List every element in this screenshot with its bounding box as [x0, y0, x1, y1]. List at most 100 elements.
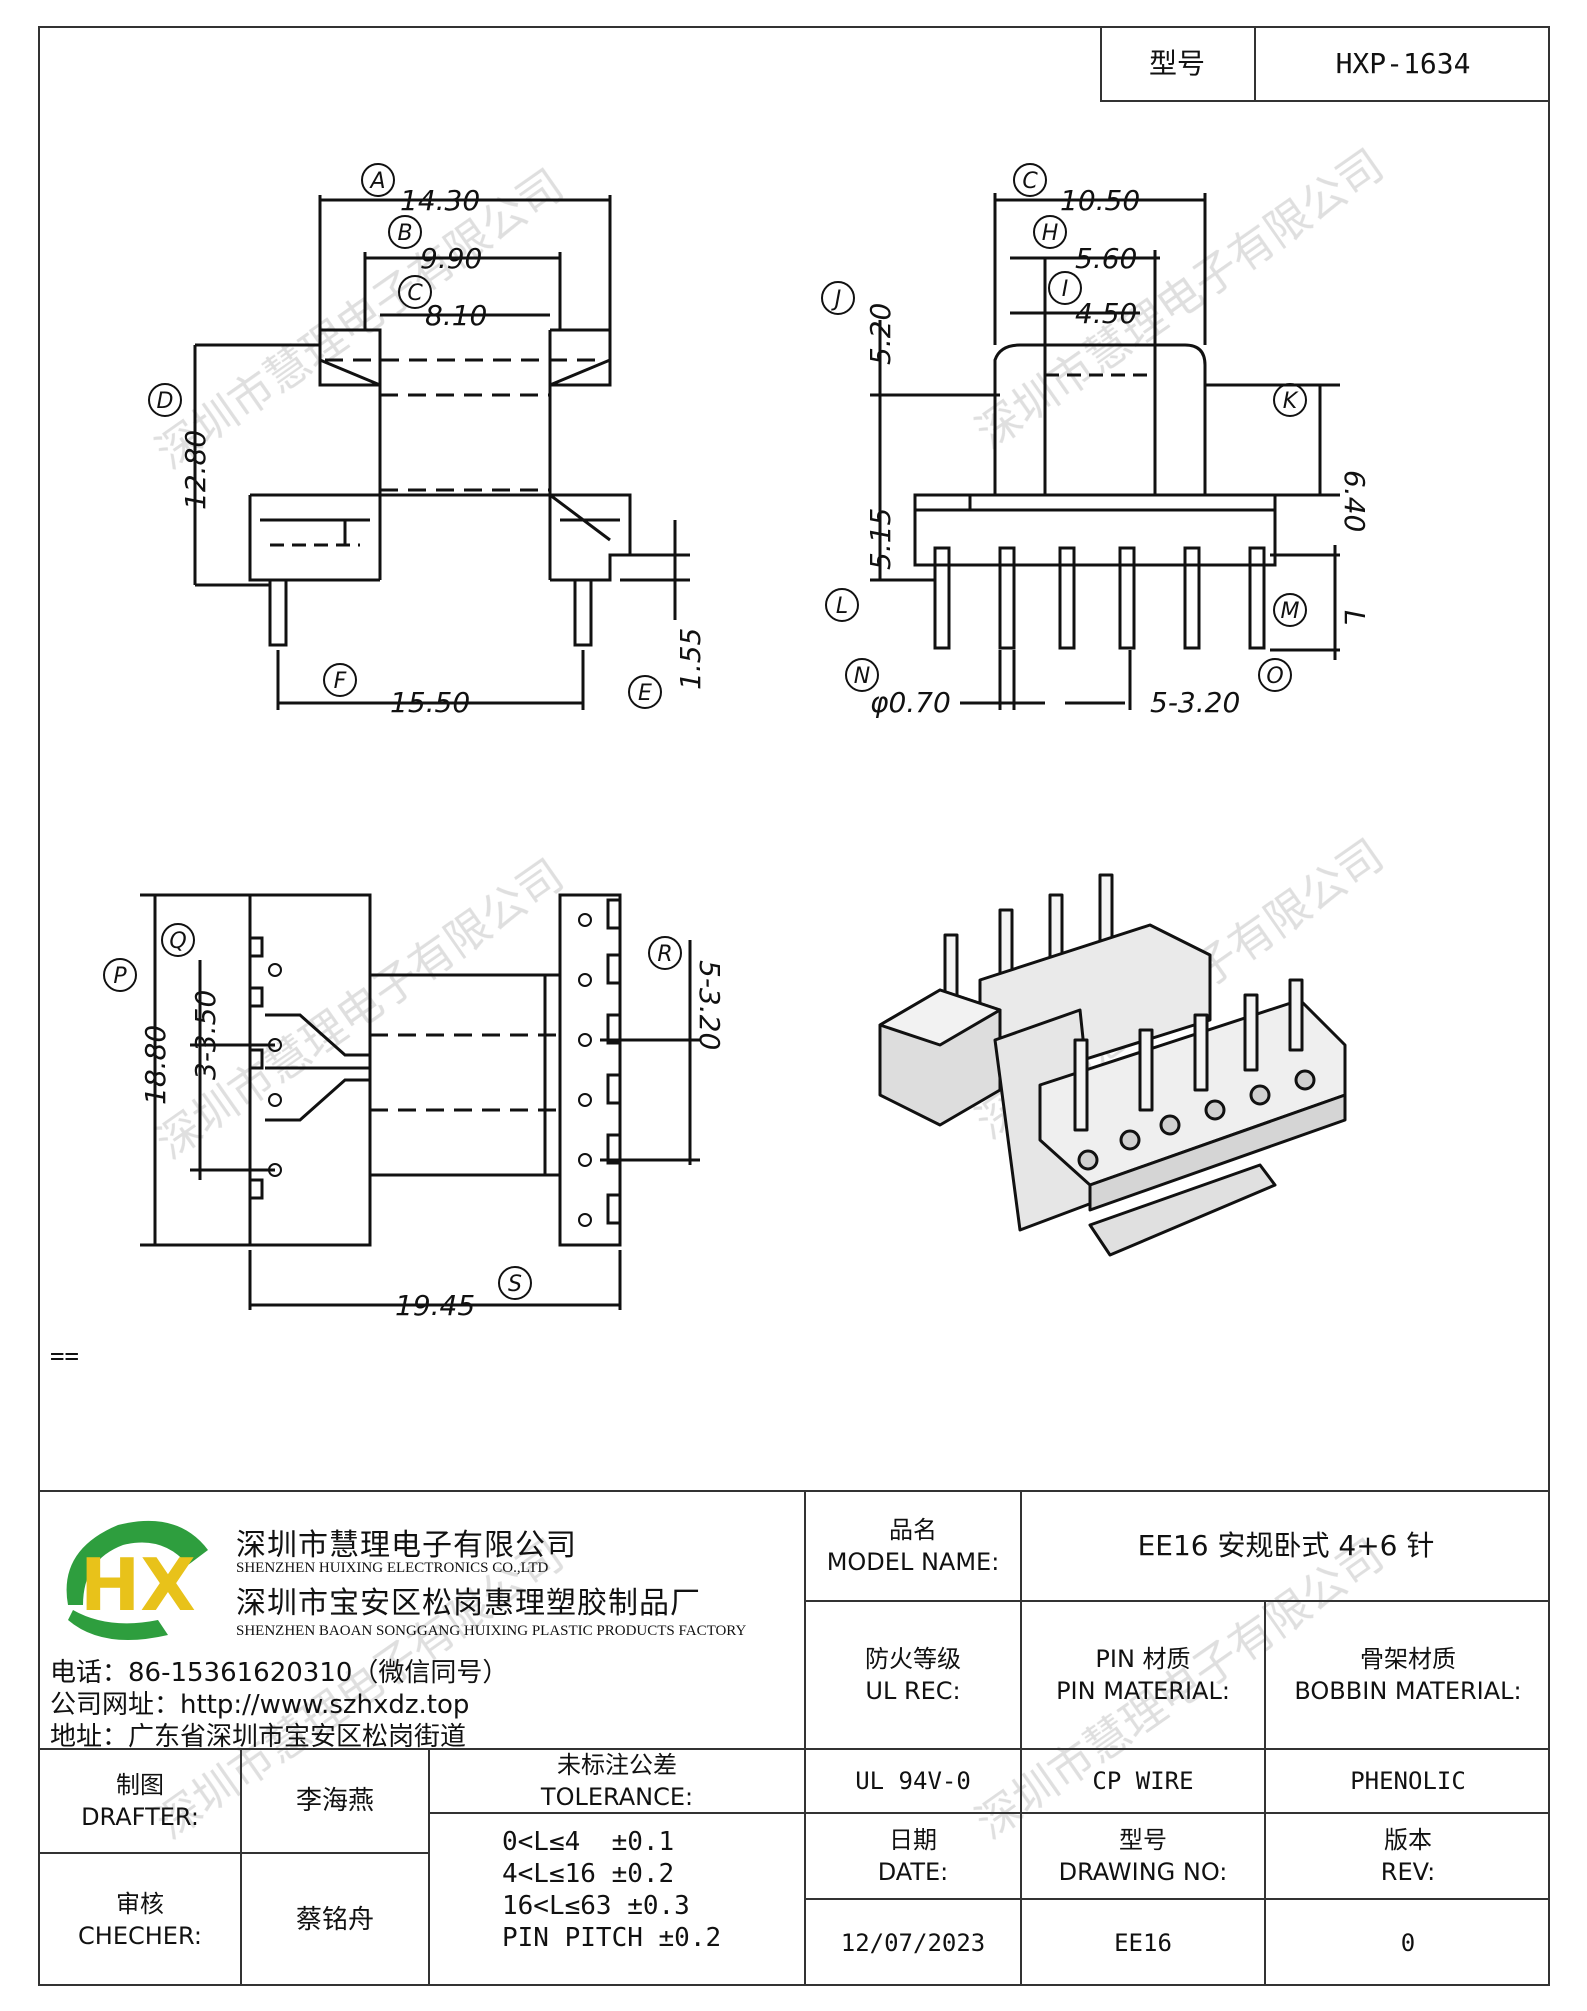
checker-en: CHECHER:	[78, 1922, 202, 1950]
ul-rec-value: UL 94V-0	[855, 1767, 971, 1795]
dim-q-value: 3-3.50	[189, 990, 222, 1080]
grid-line	[428, 1812, 804, 1814]
grid-line	[804, 1898, 1550, 1900]
dim-n-value: φ0.70	[870, 686, 951, 719]
model-name-cn: 品名	[889, 1516, 937, 1544]
dim-i-value: 4.50	[1075, 297, 1137, 330]
svg-text:I: I	[1062, 277, 1069, 302]
tolerance-label: 未标注公差 TOLERANCE:	[430, 1750, 804, 1812]
grid-line	[38, 1748, 1550, 1750]
checker-cn: 审核	[116, 1890, 164, 1918]
company-address: 地址：广东省深圳市宝安区松岗街道	[50, 1722, 467, 1752]
rev-value: 0	[1400, 1929, 1416, 1957]
model-box-divider	[1254, 26, 1256, 102]
model-name-en: MODEL NAME:	[826, 1548, 1000, 1576]
dim-side-c-value: 10.50	[1060, 184, 1140, 217]
drawing-marker: ==	[50, 1342, 79, 1370]
dim-s-value: 19.45	[395, 1289, 475, 1322]
svg-text:H: H	[1042, 221, 1059, 246]
svg-text:E: E	[638, 681, 652, 706]
dim-h-value: 5.60	[1075, 242, 1137, 275]
dim-r-value: 5-3.20	[693, 960, 726, 1050]
rev-cn: 版本	[1384, 1826, 1432, 1854]
date-en: DATE:	[877, 1858, 949, 1886]
logo-letters: HX	[80, 1543, 196, 1627]
dim-e-value: 1.55	[674, 628, 707, 690]
dim-a-value: 14.30	[400, 184, 480, 217]
model-value: HXP-1634	[1335, 47, 1471, 80]
svg-text:C: C	[407, 281, 423, 306]
svg-text:P: P	[113, 964, 127, 989]
rev-label: 版本 REV:	[1266, 1814, 1550, 1898]
dim-m-value: L	[1338, 610, 1371, 626]
dim-p-value: 18.80	[139, 1025, 172, 1105]
drawing-no-value: EE16	[1114, 1929, 1172, 1957]
drawing-no-label: 型号 DRAWING NO:	[1022, 1814, 1264, 1898]
dim-c-value: 8.10	[425, 299, 487, 332]
company-website[interactable]: 公司网址：http://www.szhxdz.top	[50, 1690, 470, 1720]
dim-j-value: 5.20	[864, 303, 897, 365]
svg-text:S: S	[508, 1272, 522, 1297]
model-label: 型号	[1148, 47, 1205, 80]
tolerance-cn: 未标注公差	[557, 1751, 677, 1779]
model-box	[1100, 26, 1550, 102]
bobbin-material-cn: 骨架材质	[1360, 1645, 1456, 1673]
date-value: 12/07/2023	[840, 1929, 986, 1957]
factory-name-en: SHENZHEN BAOAN SONGGANG HUIXING PLASTIC …	[236, 1623, 747, 1639]
ul-rec-en: UL REC:	[865, 1677, 961, 1705]
date-cn: 日期	[889, 1826, 937, 1854]
model-name-value: EE16 安规卧式 4+6 针	[1137, 1529, 1435, 1562]
svg-text:D: D	[157, 389, 174, 414]
svg-text:R: R	[657, 942, 672, 967]
bobbin-material-en: BOBBIN MATERIAL:	[1294, 1677, 1522, 1705]
drafter-en: DRAFTER:	[81, 1803, 199, 1831]
svg-text:A: A	[368, 169, 385, 194]
grid-line	[38, 1852, 428, 1854]
dim-f-value: 15.50	[390, 686, 470, 719]
dim-l-value: 5.15	[864, 508, 897, 570]
pin-material-cn: PIN 材质	[1095, 1645, 1191, 1673]
svg-text:Q: Q	[169, 929, 186, 954]
svg-text:L: L	[836, 594, 848, 619]
pin-material-value: CP WIRE	[1092, 1767, 1194, 1795]
svg-text:M: M	[1281, 599, 1300, 624]
date-label: 日期 DATE:	[806, 1814, 1020, 1898]
tolerance-row: 0<L≤4 ±0.1	[502, 1827, 675, 1857]
svg-text:J: J	[831, 287, 842, 312]
ul-rec-label: 防火等级 UL REC:	[806, 1602, 1020, 1748]
company-phone: 电话：86-15361620310（微信同号）	[50, 1658, 509, 1688]
drafter-cn: 制图	[116, 1771, 164, 1799]
svg-text:B: B	[397, 221, 412, 246]
title-block-top-line	[38, 1490, 1550, 1492]
grid-line	[240, 1748, 242, 1986]
svg-text:O: O	[1266, 664, 1283, 689]
dim-o-value: 5-3.20	[1150, 686, 1240, 719]
checker-name: 蔡铭舟	[295, 1905, 374, 1935]
drafter-label: 制图 DRAFTER:	[40, 1750, 240, 1852]
bobbin-material-value: PHENOLIC	[1350, 1767, 1466, 1795]
svg-text:N: N	[854, 664, 870, 689]
bobbin-material-label: 骨架材质 BOBBIN MATERIAL:	[1266, 1602, 1550, 1748]
tolerance-row: 4<L≤16 ±0.2	[502, 1859, 675, 1889]
tolerance-en: TOLERANCE:	[540, 1783, 694, 1811]
company-name-en: SHENZHEN HUIXING ELECTRONICS CO.,LTD	[236, 1560, 549, 1576]
rev-en: REV:	[1380, 1858, 1436, 1886]
grid-line	[804, 1600, 1550, 1602]
pin-material-en: PIN MATERIAL:	[1056, 1677, 1230, 1705]
grid-line	[1264, 1600, 1266, 1986]
tolerance-row: PIN PITCH ±0.2	[502, 1923, 722, 1953]
grid-line	[804, 1812, 1550, 1814]
dim-d-value: 12.80	[179, 430, 212, 510]
company-logo: HX	[66, 1520, 208, 1640]
grid-line	[804, 1490, 806, 1986]
drawing-frame	[38, 26, 1550, 1986]
ul-rec-cn: 防火等级	[865, 1645, 961, 1673]
checker-label: 审核 CHECHER:	[40, 1854, 240, 1986]
svg-text:F: F	[334, 669, 347, 694]
drawing-no-cn: 型号	[1119, 1826, 1167, 1854]
dim-b-value: 9.90	[420, 242, 482, 275]
